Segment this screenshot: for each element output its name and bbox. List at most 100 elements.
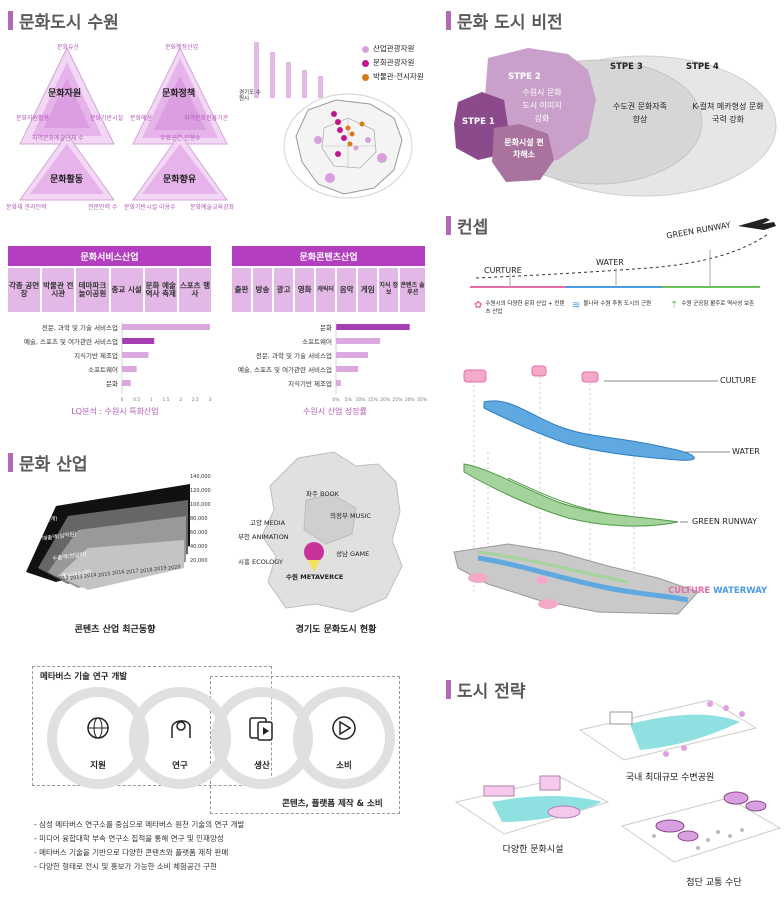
bar — [336, 380, 341, 386]
bullet-item: - 미디어 융합대학 부속 연구소 집적을 통해 연구 및 인재양성 — [34, 834, 224, 843]
media-icon — [249, 717, 273, 741]
radar-charts — [19, 46, 228, 145]
strategy-park — [578, 699, 758, 761]
growth-chart-title: 수원시 산업 성장률 — [303, 407, 367, 416]
area-ytick: 100,000 — [190, 502, 211, 508]
strategy-culture — [454, 775, 610, 835]
content-cell: 방송 — [253, 268, 273, 312]
section-title-concept: 컨셉 — [446, 213, 488, 238]
concept-desc-culture: ✿ 수원시의 다양한 문화 산업 + 컨텐츠 산업 — [474, 300, 565, 315]
bar-tick-label: 5% — [345, 397, 353, 403]
bar — [336, 324, 410, 330]
bar-tick-label: 2.5 — [192, 397, 199, 403]
radar1-top: 문화유산 — [57, 44, 80, 51]
bar-tick-label: 3 — [209, 397, 212, 403]
section-title-vision: 문화 도시 비전 — [446, 8, 563, 33]
gyeonggi-map — [261, 451, 403, 613]
service-cell: 스포츠 행사 — [178, 268, 212, 312]
area-xtick: 2014 — [83, 572, 98, 581]
service-cell: 문화 예술 역사 축제 — [144, 268, 177, 312]
area-ytick: 40,000 — [190, 544, 208, 550]
vision-s2-title: STPE 2 — [508, 72, 541, 82]
legend-item-2: 문화관광자원 — [362, 56, 424, 70]
radar-2 — [132, 46, 228, 145]
strategy-caption-3: 첨단 교통 수단 — [686, 878, 742, 888]
bar — [336, 338, 381, 344]
industry-area-chart — [26, 484, 190, 590]
airplane-icon — [738, 218, 776, 230]
bar — [122, 324, 210, 330]
area-ytick: 20,000 — [190, 558, 208, 564]
services-header: 문화서비스산업 — [8, 246, 211, 266]
bar-tick-label: 20% — [380, 397, 391, 403]
gear-head-icon — [171, 720, 191, 738]
radar3-right: 전문인력 수 — [88, 204, 118, 211]
play-icon — [332, 716, 356, 740]
bar-tick-label: 0.5 — [133, 397, 140, 403]
content-cell: 지식 정보 — [379, 268, 399, 312]
content-cell: 음악 — [337, 268, 357, 312]
circle-label-4: 소비 — [336, 761, 352, 771]
city-label-goyang: 고양 MEDIA — [250, 519, 286, 527]
content-cell: 영화 — [295, 268, 315, 312]
radar2-top: 문화행정산업 — [165, 44, 199, 51]
vision-s1-title: STPE 1 — [462, 117, 495, 127]
metaverse-circles — [47, 687, 395, 789]
area-xtick: 2015 — [97, 570, 112, 579]
radar4-center: 문화향유 — [163, 175, 197, 185]
culture-icon: ✿ — [474, 300, 483, 311]
bar-tick-label: 0 — [121, 397, 124, 403]
vision-s3-text: 수도권 문화자족 향상 — [612, 102, 668, 124]
service-cell: 박물관 전시관 — [42, 268, 75, 312]
industry-chart-caption: 콘텐츠 산업 최근동향 — [74, 625, 156, 635]
area-xtick: 2012 — [55, 575, 70, 583]
bar-tick-label: 2 — [179, 397, 182, 403]
bar-category-label: 문화 — [320, 324, 332, 332]
bar-tick-label: 1 — [150, 397, 153, 403]
city-label-bucheon: 부천 ANIMATION — [238, 533, 289, 541]
mini-bars — [254, 42, 323, 98]
bar-tick-label: 10% — [356, 397, 367, 403]
bullet-item: - 다양한 형태로 전시 및 홍보가 가능한 소비 체험공간 구현 — [34, 862, 217, 871]
radar2-left: 문화예산 — [130, 115, 153, 122]
metaverse-title: 메타버스 기술 연구 개발 — [40, 672, 128, 682]
content-cell: 게임 — [358, 268, 378, 312]
radar-1 — [19, 46, 115, 145]
bar-tick-label: 1.5 — [162, 397, 169, 403]
layer-label-green: GREEN RUNWAY — [692, 517, 758, 526]
timeline-label-b: WATER — [596, 258, 624, 267]
radar3-top: 지역문화예술단체 수 — [32, 135, 84, 142]
legend-item-3: 박물관·전시자원 — [362, 70, 424, 84]
suwon-map — [283, 93, 413, 199]
concept-descriptions: ✿ 수원시의 다양한 문화 산업 + 컨텐츠 산업 ≋ 물나라 수원 추동 도시… — [474, 300, 762, 316]
lq-chart-title: LQ분석 : 수원시 특화산업 — [71, 407, 159, 416]
bar-tick-label: 30% — [405, 397, 416, 403]
bar-category-label: 소프트웨어 — [302, 337, 332, 346]
legend-item-1: 산업관광자원 — [362, 42, 424, 56]
vision-s3-title: STPE 3 — [610, 62, 643, 72]
bar — [122, 338, 155, 344]
content-cell: 콘텐츠 솔루션 — [400, 268, 425, 312]
vision-diagram — [454, 48, 777, 197]
circle-label-3: 생산 — [254, 761, 270, 771]
map-legend: 산업관광자원 문화관광자원 박물관·전시자원 — [362, 42, 424, 84]
culture-layer — [463, 365, 599, 383]
metaverse-box-2 — [210, 676, 400, 814]
content-cell: 광고 — [274, 268, 294, 312]
contents-cells: 출판 방송 광고 영화 캐릭터 음악 게임 지식 정보 콘텐츠 솔루션 — [232, 268, 425, 312]
area-xtick: 2013 — [69, 573, 84, 582]
service-cell: 각종 공연장 — [8, 268, 41, 312]
bullet-item: - 삼성 메타버스 연구소를 중심으로 메타버스 원천 기술의 연구 개발 — [34, 820, 245, 829]
bar — [336, 352, 368, 358]
contents-header: 문화콘텐츠산업 — [232, 246, 425, 266]
city-label-seongnam: 성남 GAME — [336, 550, 370, 558]
concept-layers — [453, 365, 730, 615]
area-xtick: 2018 — [139, 566, 154, 575]
radar3-center: 문화활동 — [50, 175, 84, 185]
water-icon: ≋ — [572, 300, 581, 311]
section-title-industry: 문화 산업 — [8, 450, 87, 475]
bar-category-label: 전문, 과학 및 기술 서비스업 — [256, 351, 332, 360]
timeline-label-a: CURTURE — [484, 266, 522, 275]
radar1-left: 문화자원활용 — [16, 115, 50, 122]
